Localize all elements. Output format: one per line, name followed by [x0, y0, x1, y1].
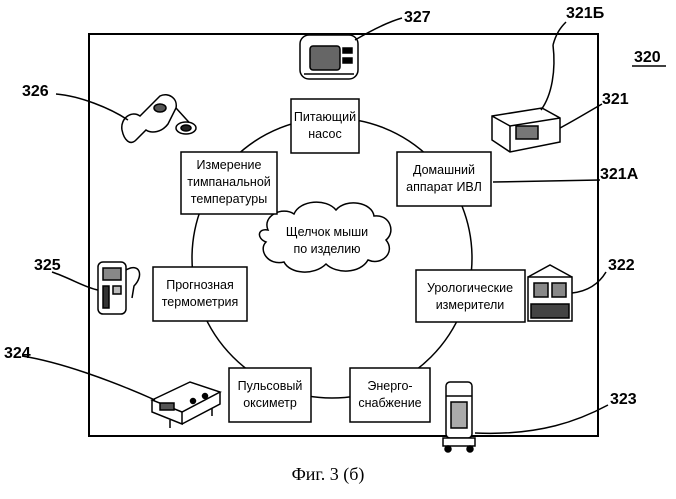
node-pump-label-2: насос — [308, 127, 341, 141]
node-prog-label-2: термометрия — [162, 295, 239, 309]
node-uro-label-2: измерители — [436, 298, 505, 312]
node-prog-label-1: Прогнозная — [166, 278, 234, 292]
node-pulse-label-1: Пульсовый — [238, 379, 303, 393]
node-vent-label-1: Домашний — [413, 163, 475, 177]
leader-326 — [56, 94, 128, 120]
node-pulse-oximeter[interactable]: Пульсовый оксиметр — [229, 368, 311, 422]
ref-327: 327 — [404, 9, 431, 26]
node-tymp-label-1: Измерение — [196, 158, 261, 172]
ref-324: 324 — [4, 345, 31, 362]
leader-327 — [355, 18, 402, 40]
node-predictive-thermometry[interactable]: Прогнозная термометрия — [153, 267, 247, 321]
home-ventilator-icon[interactable] — [492, 45, 560, 152]
leader-321 — [560, 104, 602, 128]
node-tymp-label-2: тимпанальной — [187, 175, 271, 189]
ref-325: 325 — [34, 257, 61, 274]
ref-321a: 321A — [600, 166, 639, 183]
node-pump-label-1: Питающий — [294, 110, 356, 124]
ref-322: 322 — [608, 257, 635, 274]
center-label-line-2: по изделию — [293, 242, 360, 256]
node-power[interactable]: Энерго- снабжение — [350, 368, 430, 422]
leader-325 — [52, 272, 98, 290]
node-tymp-label-3: температуры — [191, 192, 267, 206]
ref-321b: 321Б — [566, 5, 604, 22]
predictive-thermometer-icon[interactable] — [98, 262, 140, 314]
power-supply-icon[interactable] — [443, 382, 475, 452]
leader-322 — [572, 272, 606, 293]
ref-321: 321 — [602, 91, 629, 108]
center-label-line-1: Щелчок мыши — [286, 225, 368, 239]
node-pulse-label-2: оксиметр — [243, 396, 297, 410]
pulse-oximeter-icon[interactable] — [152, 382, 220, 428]
ref-323: 323 — [610, 391, 637, 408]
figure-ref: 320 — [634, 49, 661, 66]
node-home-ventilator[interactable]: Домашний аппарат ИВЛ — [397, 152, 491, 206]
center-cloud[interactable]: Щелчок мыши по изделию — [259, 202, 390, 272]
ref-326: 326 — [22, 83, 49, 100]
node-vent-label-2: аппарат ИВЛ — [406, 180, 482, 194]
node-power-label-2: снабжение — [358, 396, 421, 410]
figure-caption: Фиг. 3 (б) — [292, 464, 365, 485]
tympanic-thermometer-icon[interactable] — [122, 95, 196, 143]
node-pump[interactable]: Питающий насос — [291, 99, 359, 153]
node-tympanic[interactable]: Измерение тимпанальной температуры — [181, 152, 277, 214]
node-power-label-1: Энерго- — [367, 379, 412, 393]
leader-321a — [493, 180, 600, 182]
infusion-pump-icon[interactable] — [300, 35, 358, 79]
urology-meter-icon[interactable] — [528, 265, 572, 321]
leader-323 — [475, 405, 608, 433]
node-urology[interactable]: Урологические измерители — [416, 270, 525, 322]
node-uro-label-1: Урологические — [427, 281, 513, 295]
